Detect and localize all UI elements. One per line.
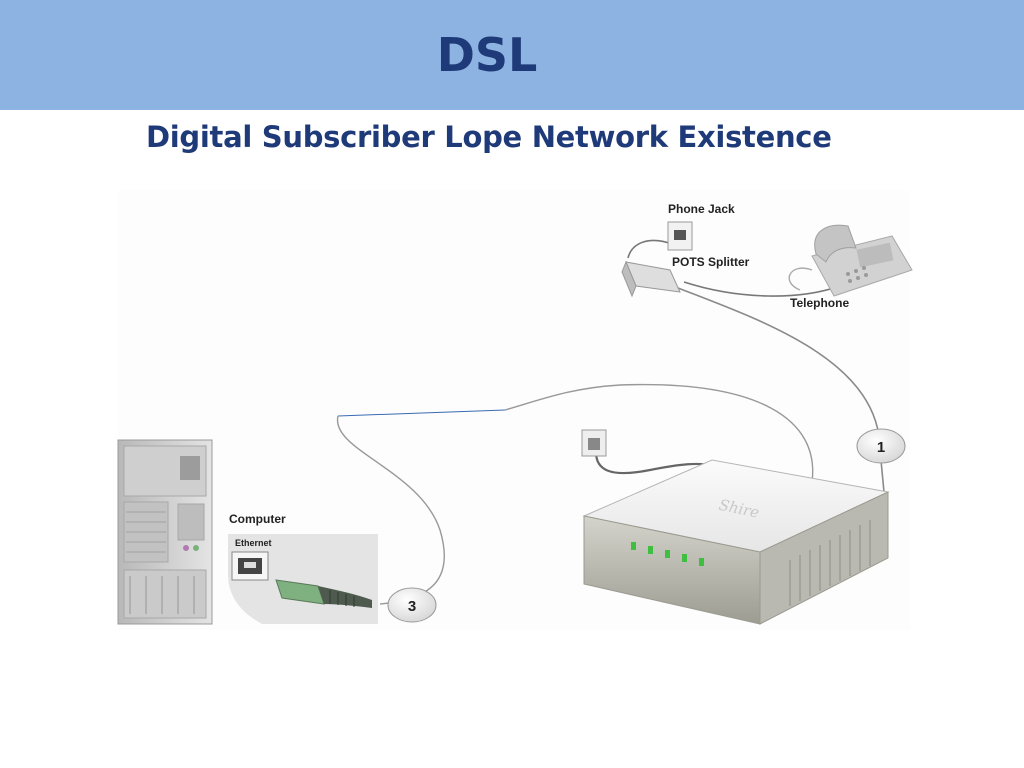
header-band [0, 0, 1024, 110]
callout-3: 3 [387, 587, 437, 623]
modem-status-leds [631, 542, 704, 566]
cable-jack-to-splitter [627, 239, 673, 259]
computer-tower [117, 439, 213, 625]
ethernet-label: Ethernet [235, 538, 272, 548]
callout-3-number: 3 [408, 598, 416, 615]
callout-1: 1 [856, 428, 906, 464]
ethernet-plug [275, 579, 372, 608]
callout-1-number: 1 [877, 439, 885, 456]
phone-jack [667, 221, 693, 251]
telephone-label: Telephone [790, 296, 849, 310]
slide-subtitle: Digital Subscriber Lope Network Existenc… [146, 120, 832, 154]
cable-power [594, 451, 713, 475]
pots-splitter [621, 260, 681, 298]
telephone [788, 224, 913, 297]
phone-jack-label: Phone Jack [668, 202, 735, 216]
slide-title: DSL [436, 28, 538, 82]
pots-splitter-label: POTS Splitter [672, 255, 750, 269]
cable-splitter-to-telephone [683, 281, 841, 297]
dsl-modem [582, 459, 890, 625]
cable-splitter-to-modem [677, 287, 885, 493]
power-outlet [581, 429, 607, 457]
computer-label: Computer [229, 512, 286, 526]
